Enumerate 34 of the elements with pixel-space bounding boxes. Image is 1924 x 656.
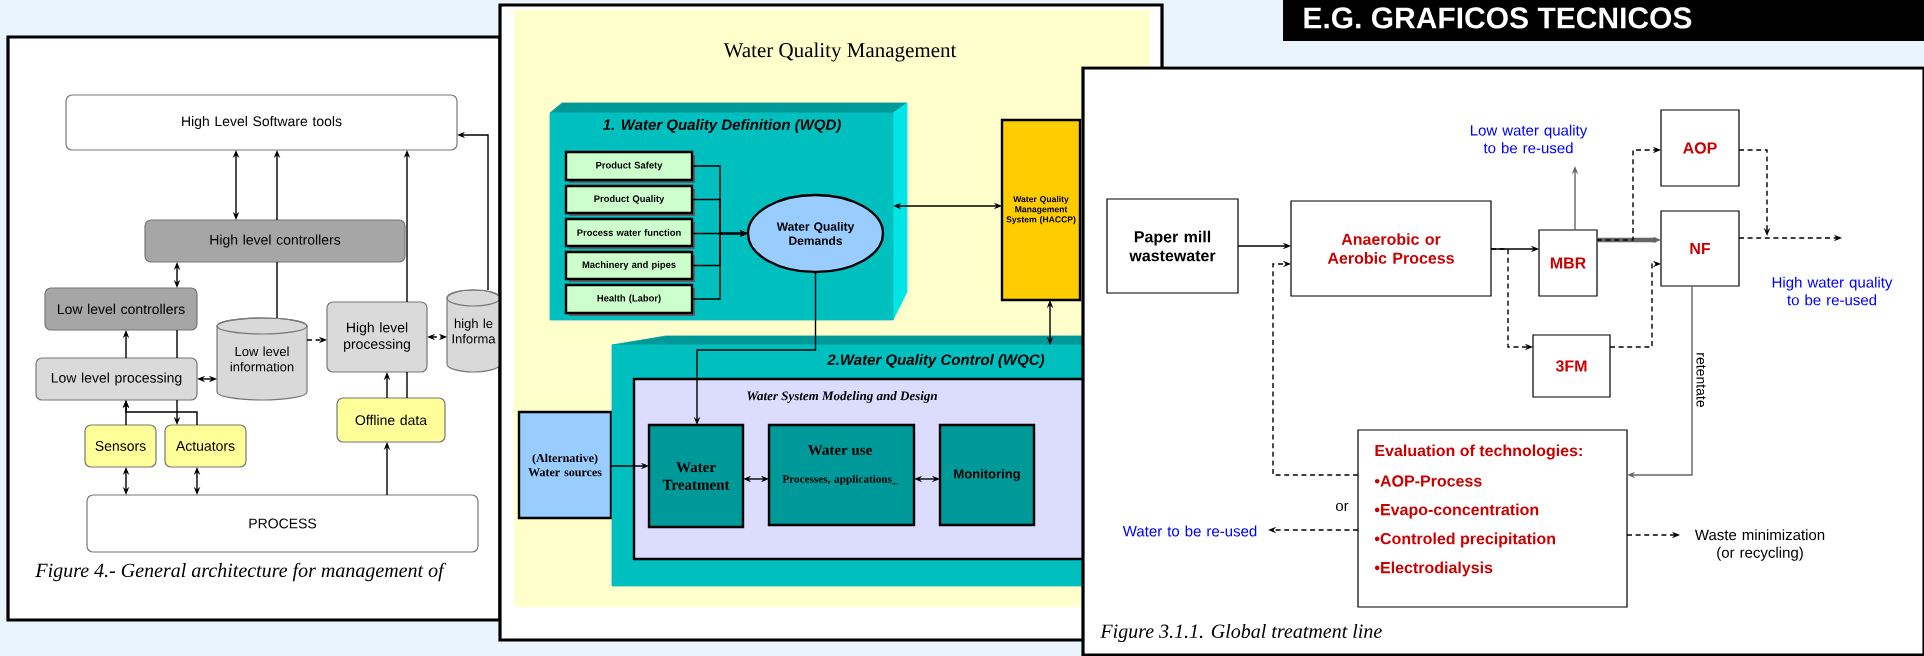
annotation-text: Waste minimization (or recycling) bbox=[1694, 529, 1825, 561]
process-box: Offline data bbox=[336, 397, 446, 443]
annotation-text: High water quality to be re-used bbox=[1772, 276, 1893, 306]
database-cylinder: Low level information bbox=[216, 317, 308, 401]
process-box: Machinery and pipes bbox=[564, 250, 695, 282]
process-box: Product Safety bbox=[564, 150, 695, 183]
process-box: Paper mill wastewater bbox=[1106, 198, 1239, 294]
process-box: Evaluation of technologies: •AOP-Process •Evapo-concentration •Controled precipitation •Electrodialysis bbox=[1357, 429, 1628, 608]
process-box: Water Treatment bbox=[647, 423, 745, 529]
process-box: High level controllers bbox=[144, 219, 406, 263]
process-box: Health (Labor) bbox=[564, 283, 695, 316]
process-box: NF bbox=[1660, 210, 1740, 287]
process-box: Process water function bbox=[564, 217, 695, 249]
arrow bbox=[1272, 260, 1359, 476]
process-box: High level processing bbox=[326, 301, 428, 373]
process-box: Water use Processes, applications_ bbox=[767, 423, 916, 527]
process-box: Monitoring bbox=[938, 423, 1036, 527]
process-box: PROCESS bbox=[86, 494, 479, 553]
process-box: Low level processing bbox=[35, 357, 198, 401]
annotation-text: Low water quality to be re-used bbox=[1470, 124, 1588, 154]
edge-label: retentate bbox=[1694, 350, 1708, 410]
process-box: MBR bbox=[1538, 229, 1598, 297]
process-box: Low level controllers bbox=[44, 287, 198, 331]
process-box: Sensors bbox=[84, 424, 157, 468]
database-cylinder: high le Informa bbox=[446, 289, 501, 373]
process-box: Anaerobic or Aerobic Process bbox=[1290, 200, 1492, 297]
process-box: High Level Software tools bbox=[65, 94, 458, 151]
title-banner: E.G. GRAFICOS TECNICOS bbox=[1283, 0, 1924, 41]
process-box: AOP bbox=[1660, 109, 1740, 187]
process-box: (Alternative) Water sources bbox=[517, 410, 613, 520]
process-box: Actuators bbox=[164, 424, 247, 468]
process-box: 3FM bbox=[1532, 334, 1611, 398]
process-box: Product Quality bbox=[564, 184, 695, 216]
process-box: Water Quality Management System (HACCP) bbox=[1000, 118, 1082, 302]
